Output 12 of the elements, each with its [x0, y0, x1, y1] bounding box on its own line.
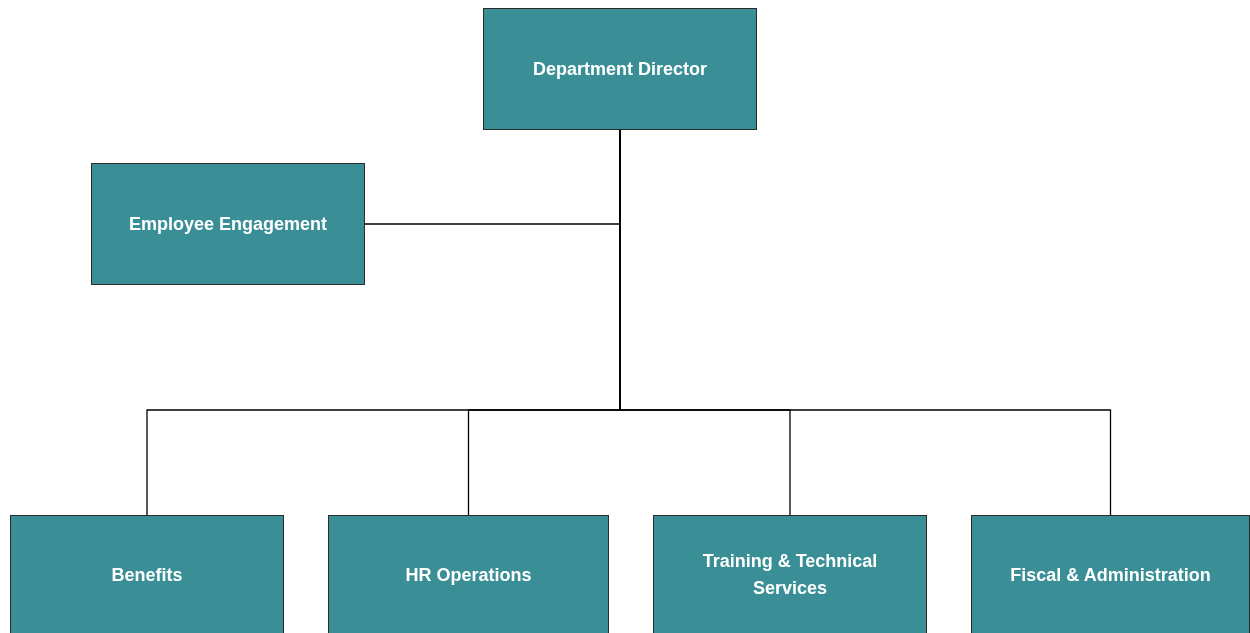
box-label: Fiscal & Administration [1010, 563, 1211, 587]
box-label: Training & Technical Services [701, 550, 879, 600]
org-box [483, 8, 757, 130]
org-box [91, 163, 365, 285]
box-label: Benefits [111, 563, 183, 587]
org-box [971, 515, 1250, 633]
box-label: HR Operations [405, 563, 532, 587]
box-label: Department Director [532, 57, 707, 81]
org-box [10, 515, 284, 633]
org-box [653, 515, 927, 633]
org-box [328, 515, 609, 633]
box-label: Employee Engagement [128, 212, 328, 236]
